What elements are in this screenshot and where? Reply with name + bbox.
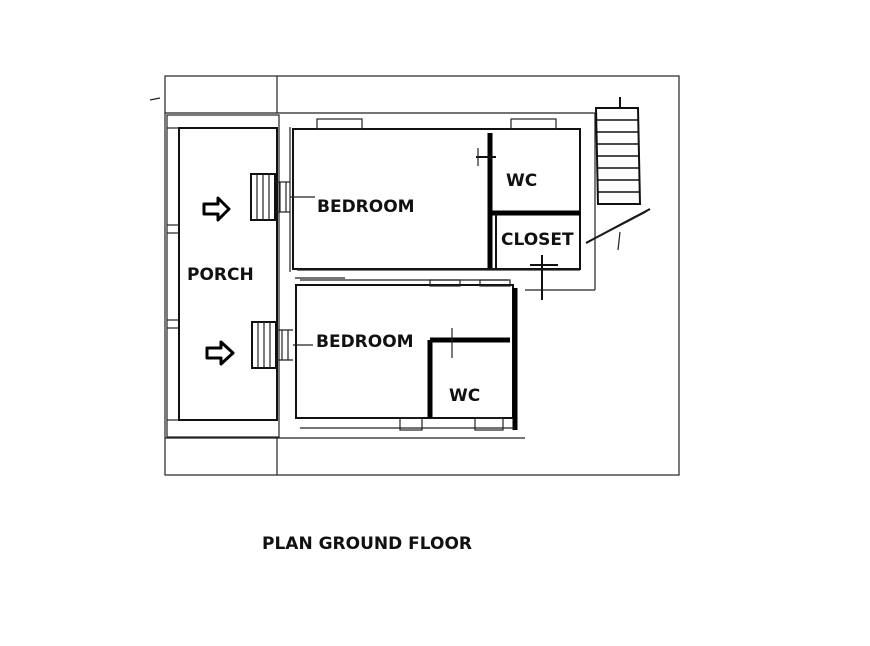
lower-bedroom-walls (295, 279, 518, 431)
right-arrow-icon (205, 340, 235, 366)
door-lower (251, 321, 313, 369)
upper-bedroom-label: BEDROOM (317, 197, 415, 217)
upper-bedroom-walls (289, 118, 581, 279)
right-arrow-icon (202, 196, 231, 222)
door-upper (250, 173, 315, 221)
staircase-icon (585, 97, 651, 251)
wc-closet-partitions (476, 133, 580, 300)
closet-label: CLOSET (501, 230, 574, 250)
outer-boundary (149, 75, 680, 476)
upper-wc-label: WC (506, 171, 537, 191)
porch-area (166, 114, 280, 438)
lower-bedroom-label: BEDROOM (316, 332, 414, 352)
plan-title: PLAN GROUND FLOOR (262, 534, 472, 554)
porch-label: PORCH (187, 265, 254, 285)
lower-wc-label: WC (449, 386, 480, 406)
